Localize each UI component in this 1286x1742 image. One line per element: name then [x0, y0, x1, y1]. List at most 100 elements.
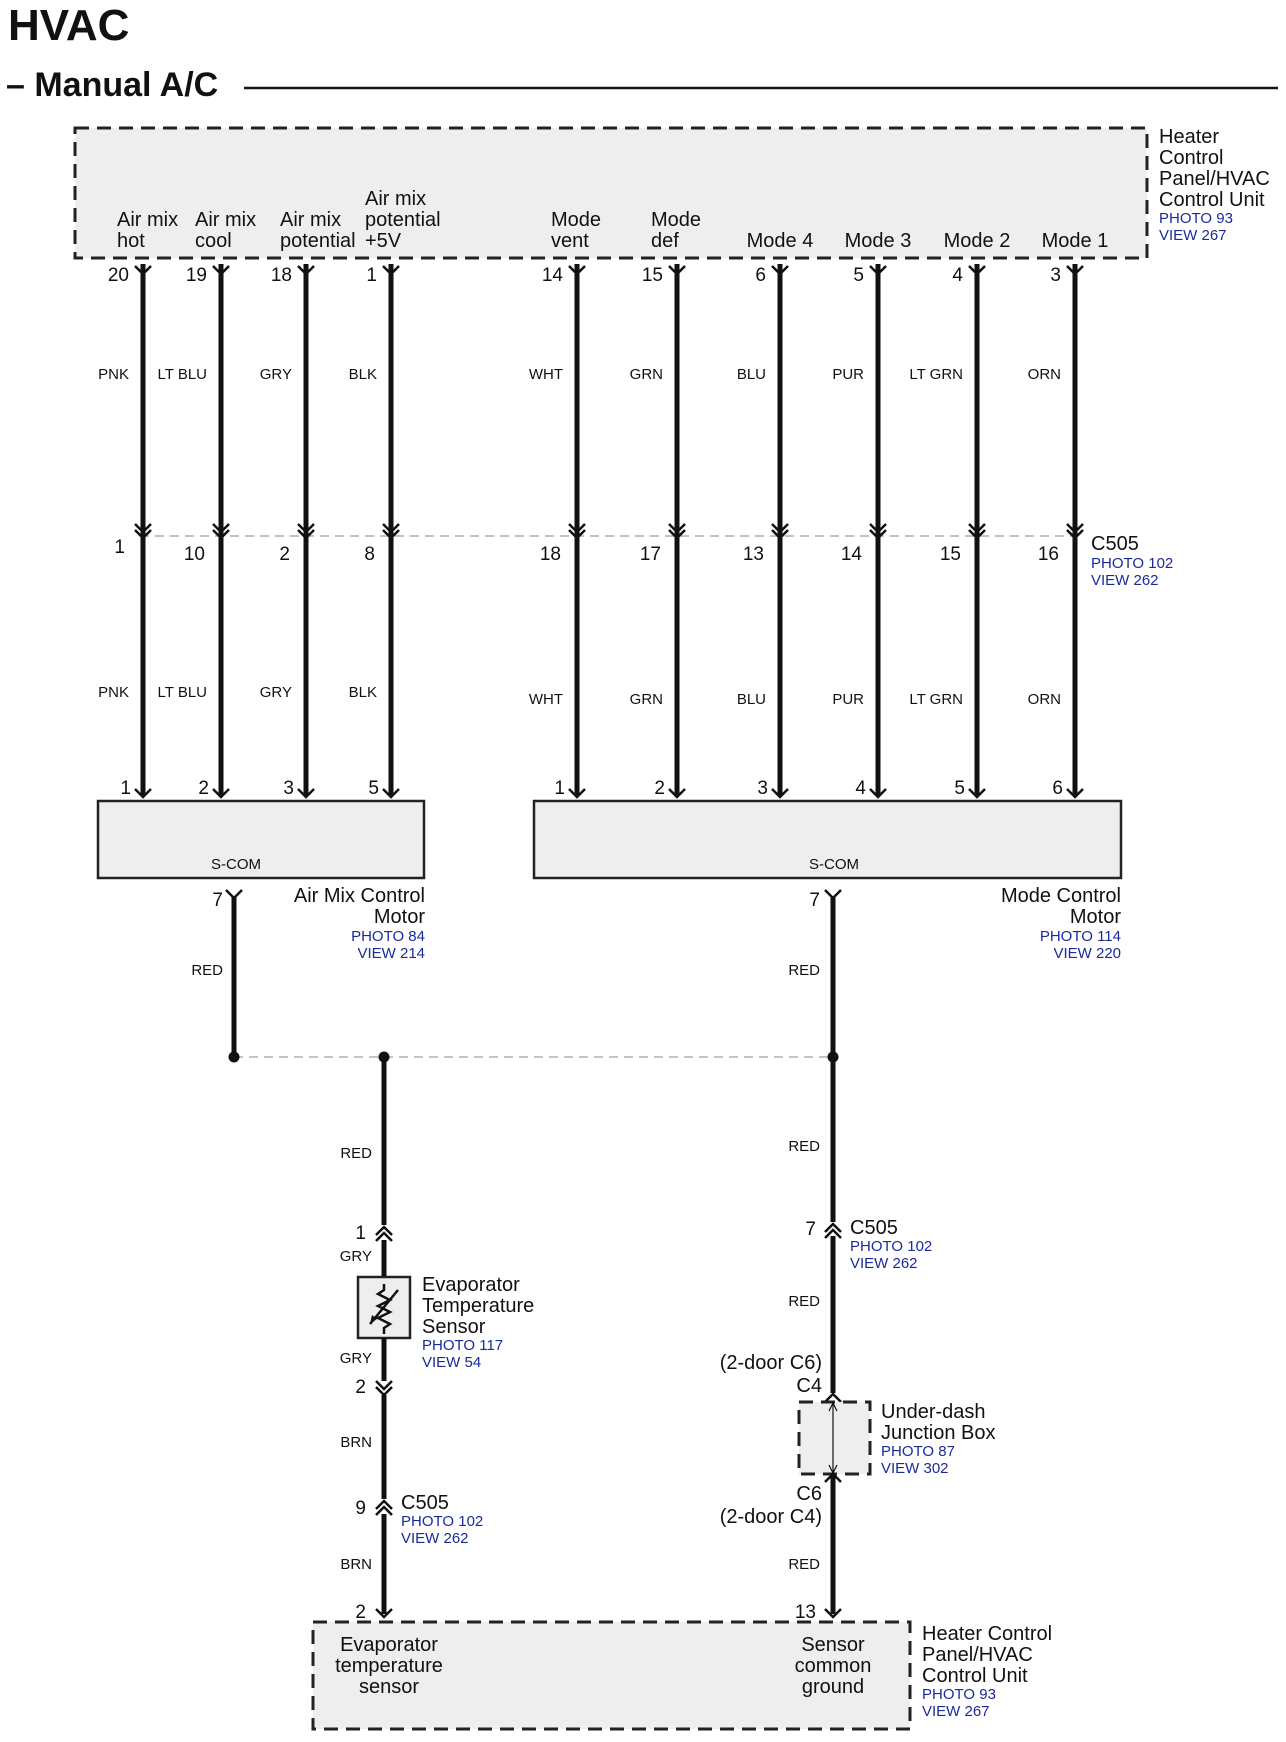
motor-pin-number: 3 — [757, 778, 768, 799]
c505-pin-number: 16 — [1038, 544, 1059, 565]
mode-scom-wire-color: RED — [788, 962, 820, 979]
motor-pin-number: 5 — [368, 778, 379, 799]
bottom-unit-view-ref: VIEW 267 — [922, 1703, 990, 1720]
sensor-c505-view-ref: VIEW 262 — [401, 1530, 469, 1547]
c505-pin-number: 17 — [640, 544, 661, 565]
jb-name-line: Under-dash — [881, 1401, 986, 1423]
sensor-unit-pin: 2 — [355, 1602, 366, 1623]
c505-connector-mark — [1066, 523, 1084, 534]
air-mix-motor-scom-pin: 7 — [212, 890, 223, 911]
ground-c505-name: C505 — [850, 1217, 898, 1239]
mode-motor-name-line: Mode Control — [1001, 885, 1121, 907]
top-unit-name-line: Control — [1159, 147, 1223, 169]
top-wire-color: WHT — [529, 366, 563, 383]
motor-connector-mark — [968, 788, 986, 799]
right-terminal-line: common — [795, 1655, 872, 1677]
c505-main-photo-ref: PHOTO 102 — [1091, 555, 1173, 572]
top-unit-view-ref: VIEW 267 — [1159, 227, 1227, 244]
motor-connector-mark — [771, 788, 789, 799]
ground-feed-wire-color: RED — [788, 1138, 820, 1155]
unit-terminal-label: Mode 1 — [1042, 230, 1109, 252]
c505-pin-number: 2 — [279, 544, 290, 565]
sensor-c505-connector — [375, 1499, 393, 1516]
top-wire-color: BLK — [349, 366, 377, 383]
top-connector-mark — [212, 265, 230, 276]
c505-pin-number: 14 — [841, 544, 863, 565]
motor-connector-mark — [212, 788, 230, 799]
c505-pin-number: 10 — [184, 544, 205, 565]
bottom-wire-color: GRY — [260, 684, 292, 701]
unit-terminal-label: Air mix — [365, 188, 426, 210]
c505-connector-mark — [668, 529, 686, 540]
circuit-airmix-hot: Air mixhot20PNK1PNK1M-HOT — [98, 209, 178, 826]
top-connector-mark — [968, 265, 986, 276]
c505-pin-number: 15 — [940, 544, 961, 565]
top-connector-mark — [869, 265, 887, 276]
motor-connector-mark — [382, 788, 400, 799]
top-wire-color: BLU — [737, 366, 766, 383]
circuit-mode-3: Mode 35PUR14PUR4MODE 3 — [832, 230, 911, 826]
unit-terminal-label: potential — [365, 209, 441, 231]
motor-connector-mark — [668, 788, 686, 799]
air-mix-motor-name-line: Air Mix Control — [294, 885, 425, 907]
unit-terminal-label: Mode 4 — [747, 230, 814, 252]
c505-connector-mark — [1066, 529, 1084, 540]
sensor-name-line: Sensor — [422, 1316, 486, 1338]
c505-pin-number: 18 — [540, 544, 561, 565]
sensor-name-line: Evaporator — [422, 1274, 520, 1296]
circuit-mode-4: Mode 46BLU13BLU3MODE 4 — [737, 230, 814, 826]
jb-photo-ref: PHOTO 87 — [881, 1443, 955, 1460]
top-wire-color: PUR — [832, 366, 864, 383]
sensor-connector-2 — [375, 1380, 393, 1397]
top-unit-name-line: Panel/HVAC — [1159, 168, 1270, 190]
top-connector-mark — [297, 265, 315, 276]
c505-connector-mark — [382, 529, 400, 540]
circuit-mode-1: Mode 13ORN16ORN6MODE 1 — [1028, 230, 1109, 826]
top-unit-photo-ref: PHOTO 93 — [1159, 210, 1233, 227]
ground-unit-connector — [824, 1608, 842, 1619]
motor-connector-mark — [134, 788, 152, 799]
c505-connector-mark — [297, 523, 315, 534]
ground-c505-pin: 7 — [805, 1219, 816, 1240]
circuit-group: Air mixhot20PNK1PNK1M-HOTAir mixcool19LT… — [98, 188, 1108, 826]
c505-connector-mark — [568, 529, 586, 540]
air-mix-motor-view-ref: VIEW 214 — [357, 945, 425, 962]
c505-main-view-ref: VIEW 262 — [1091, 572, 1159, 589]
sensor-feed-wire-color: RED — [340, 1145, 372, 1162]
mode-motor-scom-pin: 7 — [809, 890, 820, 911]
top-pin-number: 3 — [1050, 265, 1061, 286]
ground-c505-connector — [824, 1222, 842, 1239]
jb-top-note: (2-door C6) — [720, 1352, 822, 1374]
bottom-unit-photo-ref: PHOTO 93 — [922, 1686, 996, 1703]
top-connector-mark — [382, 265, 400, 276]
section-subtitle: – Manual A/C — [6, 66, 218, 104]
c505-connector-mark — [771, 529, 789, 540]
air-mix-motor-scom: S-COM — [211, 856, 261, 873]
c505-connector-mark — [968, 523, 986, 534]
right-terminal-line: ground — [802, 1676, 864, 1698]
bottom-wire-color: LT BLU — [158, 684, 207, 701]
bottom-unit-right-terminal: Sensor common ground — [795, 1634, 872, 1698]
sensor-connector-1 — [375, 1225, 393, 1242]
mode-motor-photo-ref: PHOTO 114 — [1040, 928, 1121, 945]
left-terminal-line: sensor — [359, 1676, 419, 1698]
circuit-airmix-potential: Air mixpotential18GRY2GRY3AMD-P — [260, 209, 356, 826]
bottom-wire-color: PUR — [832, 691, 864, 708]
c505-connector-mark — [297, 529, 315, 540]
c505-main-name: C505 — [1091, 533, 1139, 555]
sensor-connector-1-pin: 1 — [355, 1223, 366, 1244]
bottom-unit-label: Heater Control Panel/HVAC Control Unit P… — [922, 1623, 1052, 1720]
unit-terminal-label: Mode — [651, 209, 701, 231]
unit-terminal-label: def — [651, 230, 679, 252]
air-mix-motor-photo-ref: PHOTO 84 — [351, 928, 425, 945]
sensor-c505-label: C505 PHOTO 102 VIEW 262 — [401, 1492, 483, 1547]
unit-terminal-label: vent — [551, 230, 589, 252]
mode-motor-box — [532, 799, 1123, 880]
bottom-wire-color: ORN — [1028, 691, 1061, 708]
jb-top-connector-mark — [824, 1392, 842, 1403]
c505-connector-mark — [134, 529, 152, 540]
evaporator-sensor-label: Evaporator Temperature Sensor PHOTO 117 … — [422, 1274, 534, 1371]
